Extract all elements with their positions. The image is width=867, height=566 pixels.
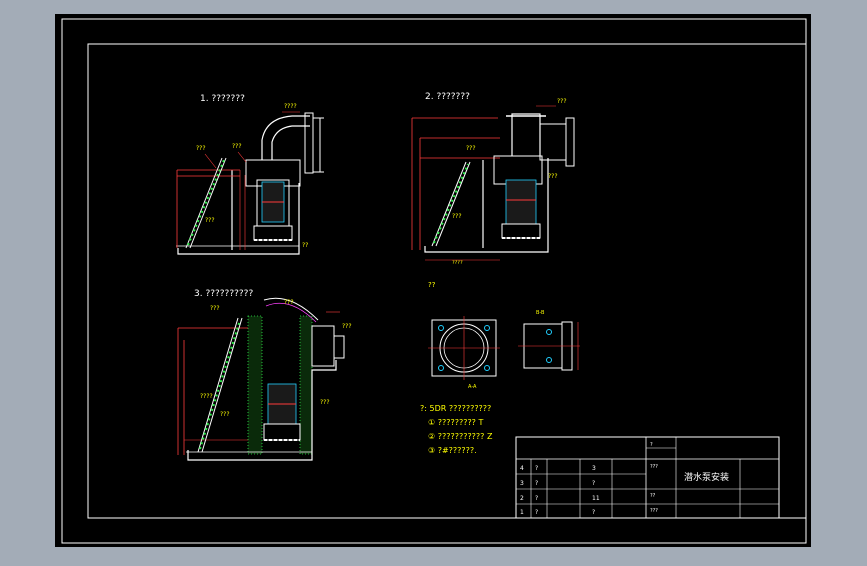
- drawing-sheet: [55, 14, 811, 547]
- view-3-wall-hatch-right: [299, 315, 313, 455]
- tb-mid-code-3: 11: [592, 495, 600, 502]
- flange-title: ??: [428, 281, 436, 289]
- view-2-tee-flange: [565, 117, 575, 167]
- tb-left-name-3: ?: [535, 495, 538, 502]
- tb-left-code-4: 1: [520, 509, 524, 516]
- view-1-leader-3: [237, 151, 247, 163]
- view-2-ladder-hatch: [433, 163, 469, 244]
- view-2-pump-base: [501, 223, 541, 239]
- view-1-label-5: ??: [302, 242, 308, 249]
- view-3-label-6: ???: [342, 323, 352, 330]
- flange-section-label-b: B-B: [536, 310, 545, 316]
- view-3: 3. ?????????? ??? ??? ???? ??? ??? ???: [177, 289, 352, 461]
- view-2-label-5: ????: [452, 260, 463, 266]
- tb-left-name-4: ?: [535, 509, 538, 516]
- view-3-ladder-b: [201, 317, 243, 453]
- view-2-label-1: ???: [557, 98, 567, 105]
- tb-left-name-1: ?: [535, 465, 538, 472]
- notes-item-2: ② ??????????? Z: [428, 432, 493, 441]
- view-2-pump-motor: [505, 179, 537, 225]
- tb-right-field-1: ?: [650, 442, 653, 448]
- view-1-ladder-b: [189, 157, 227, 249]
- view-1-title: 1. ???????: [200, 94, 245, 104]
- flange-bolt-3: [438, 365, 444, 371]
- view-3-discharge-arc: [263, 297, 319, 321]
- tb-mid-code-1: 3: [592, 465, 596, 472]
- inner-border: [87, 43, 807, 519]
- flange-bolt-2: [484, 325, 490, 331]
- view-1-label-2: ???: [196, 145, 206, 152]
- notes-item-1: ① ????????? T: [428, 418, 483, 427]
- view-1-sump-outline: [177, 183, 300, 255]
- view-3-label-5: ???: [320, 399, 330, 406]
- view-1-label-3: ???: [232, 143, 242, 150]
- view-2-sump-outline: [424, 158, 549, 253]
- view-1: 1. ??????? ???? ??? ??? ??? ??: [176, 94, 324, 255]
- tb-left-name-2: ?: [535, 480, 538, 487]
- view-1-outlet-flange: [304, 112, 314, 174]
- view-3-ladder-a: [197, 317, 239, 453]
- view-1-label-1: ????: [284, 103, 297, 110]
- tb-right-field-4: ???: [650, 508, 658, 514]
- view-3-title: 3. ??????????: [194, 289, 253, 299]
- view-3-label-3: ????: [200, 393, 213, 400]
- view-1-label-4: ???: [205, 217, 215, 224]
- tb-mid-code-4: ?: [592, 509, 595, 516]
- view-2: 2. ??????? ??? ??? ??? ??? ????: [411, 92, 575, 266]
- title-block: 4 3 2 1 ? ? ? ? 3 ? 11 ? ? ??? ?? ??? 潜水…: [515, 436, 780, 519]
- flange-side-bolt-2: [546, 357, 552, 363]
- view-3-label-4: ???: [220, 411, 230, 418]
- view-1-ladder-hatch: [187, 159, 225, 246]
- flange-side-bolt-1: [546, 329, 552, 335]
- view-3-label-2: ???: [284, 299, 294, 306]
- tb-left-code-1: 4: [520, 465, 524, 472]
- view-2-label-2: ???: [466, 145, 476, 152]
- view-1-leader-2: [204, 153, 217, 169]
- view-2-label-3: ???: [548, 173, 558, 180]
- tb-mid-code-2: ?: [592, 480, 595, 487]
- view-1-elbow: [261, 115, 310, 160]
- tb-right-field-2: ???: [650, 464, 658, 470]
- notes-block: ?: 5DR ?????????? ① ????????? T ② ??????…: [420, 404, 493, 455]
- view-2-ladder-b: [435, 161, 471, 247]
- flange-detail: ?? A-A B-B: [428, 281, 580, 390]
- view-1-ladder-a: [185, 157, 223, 249]
- tb-left-code-2: 3: [520, 480, 524, 487]
- flange-section-label-a: A-A: [468, 384, 477, 390]
- flange-bolt-4: [484, 365, 490, 371]
- view-3-sump-outline: [187, 360, 337, 461]
- tb-drawing-name: 潜水泵安装: [684, 471, 729, 483]
- view-2-title: 2. ???????: [425, 92, 470, 102]
- view-3-wall-hatch: [247, 315, 263, 455]
- tb-right-field-3: ??: [650, 493, 656, 499]
- view-2-label-4: ???: [452, 213, 462, 220]
- view-3-outlet-flange: [333, 335, 345, 359]
- view-3-label-1: ???: [210, 305, 220, 312]
- view-1-elbow-inner: [271, 125, 310, 160]
- view-1-pump-base: [253, 225, 293, 241]
- notes-heading: ?: 5DR ??????????: [420, 404, 491, 413]
- view-3-discharge-arc-magenta: [265, 302, 317, 323]
- notes-item-3: ③ ?#??????.: [428, 446, 477, 455]
- title-block-frame: [515, 436, 780, 519]
- tb-left-code-3: 2: [520, 495, 524, 502]
- flange-bolt-1: [438, 325, 444, 331]
